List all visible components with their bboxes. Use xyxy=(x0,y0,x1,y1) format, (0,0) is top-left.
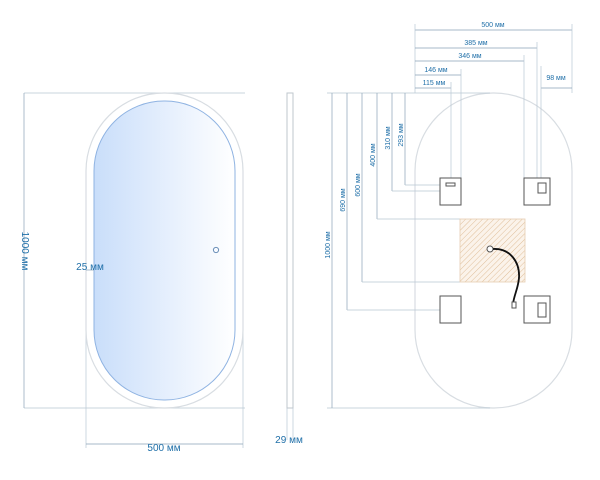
bracket-icon xyxy=(439,177,462,206)
front-view: 1000 мм 25 мм 500 мм xyxy=(19,92,245,454)
upper-left-bracket xyxy=(439,177,462,206)
dim-293-label: 293 мм xyxy=(398,123,405,146)
back-view: 1000 мм 500 мм 385 мм 346 мм 146 мм 115 … xyxy=(325,22,573,409)
bracket-slot xyxy=(537,182,547,194)
cable-plug-icon xyxy=(511,301,517,309)
vertical-dimensions: 690 мм 600 мм 400 мм 310 мм 293 мм xyxy=(340,93,460,311)
front-width-label: 500 мм xyxy=(147,443,180,454)
socket-hole-icon xyxy=(486,245,494,253)
mirror-outer-frame xyxy=(85,92,244,409)
dim-98-label: 98 мм xyxy=(546,75,566,82)
lower-left-bracket xyxy=(439,295,462,324)
dim-115-label: 115 мм xyxy=(423,80,446,87)
bracket-icon xyxy=(439,295,462,324)
dim-146-label: 146 мм xyxy=(424,67,447,74)
side-depth-label: 29 мм xyxy=(275,435,303,446)
mirror-glass xyxy=(93,100,236,401)
mirror-side-profile xyxy=(286,92,294,409)
dim-400-label: 400 мм xyxy=(370,143,377,166)
back-height-label: 1000 мм xyxy=(325,231,332,258)
top-dimensions: 500 мм 385 мм 346 мм 146 мм 115 мм 98 мм xyxy=(414,22,573,178)
power-cable-icon xyxy=(492,248,520,305)
side-view: 29 мм xyxy=(275,92,303,446)
upper-right-bracket xyxy=(523,177,551,206)
bracket-slot xyxy=(537,302,547,318)
dim-600-label: 600 мм xyxy=(355,173,362,196)
mirror-back-outline xyxy=(414,92,573,409)
lower-right-bracket xyxy=(511,295,551,324)
dim-500-label: 500 мм xyxy=(481,22,504,29)
bracket-slot xyxy=(445,182,456,187)
dim-346-label: 346 мм xyxy=(458,53,481,60)
dim-385-label: 385 мм xyxy=(464,40,487,47)
dim-690-label: 690 мм xyxy=(340,188,347,211)
touch-sensor-icon xyxy=(212,246,220,254)
front-height-label: 1000 мм xyxy=(19,232,30,271)
front-inset-label: 25 мм xyxy=(76,262,104,273)
dim-310-label: 310 мм xyxy=(385,126,392,149)
